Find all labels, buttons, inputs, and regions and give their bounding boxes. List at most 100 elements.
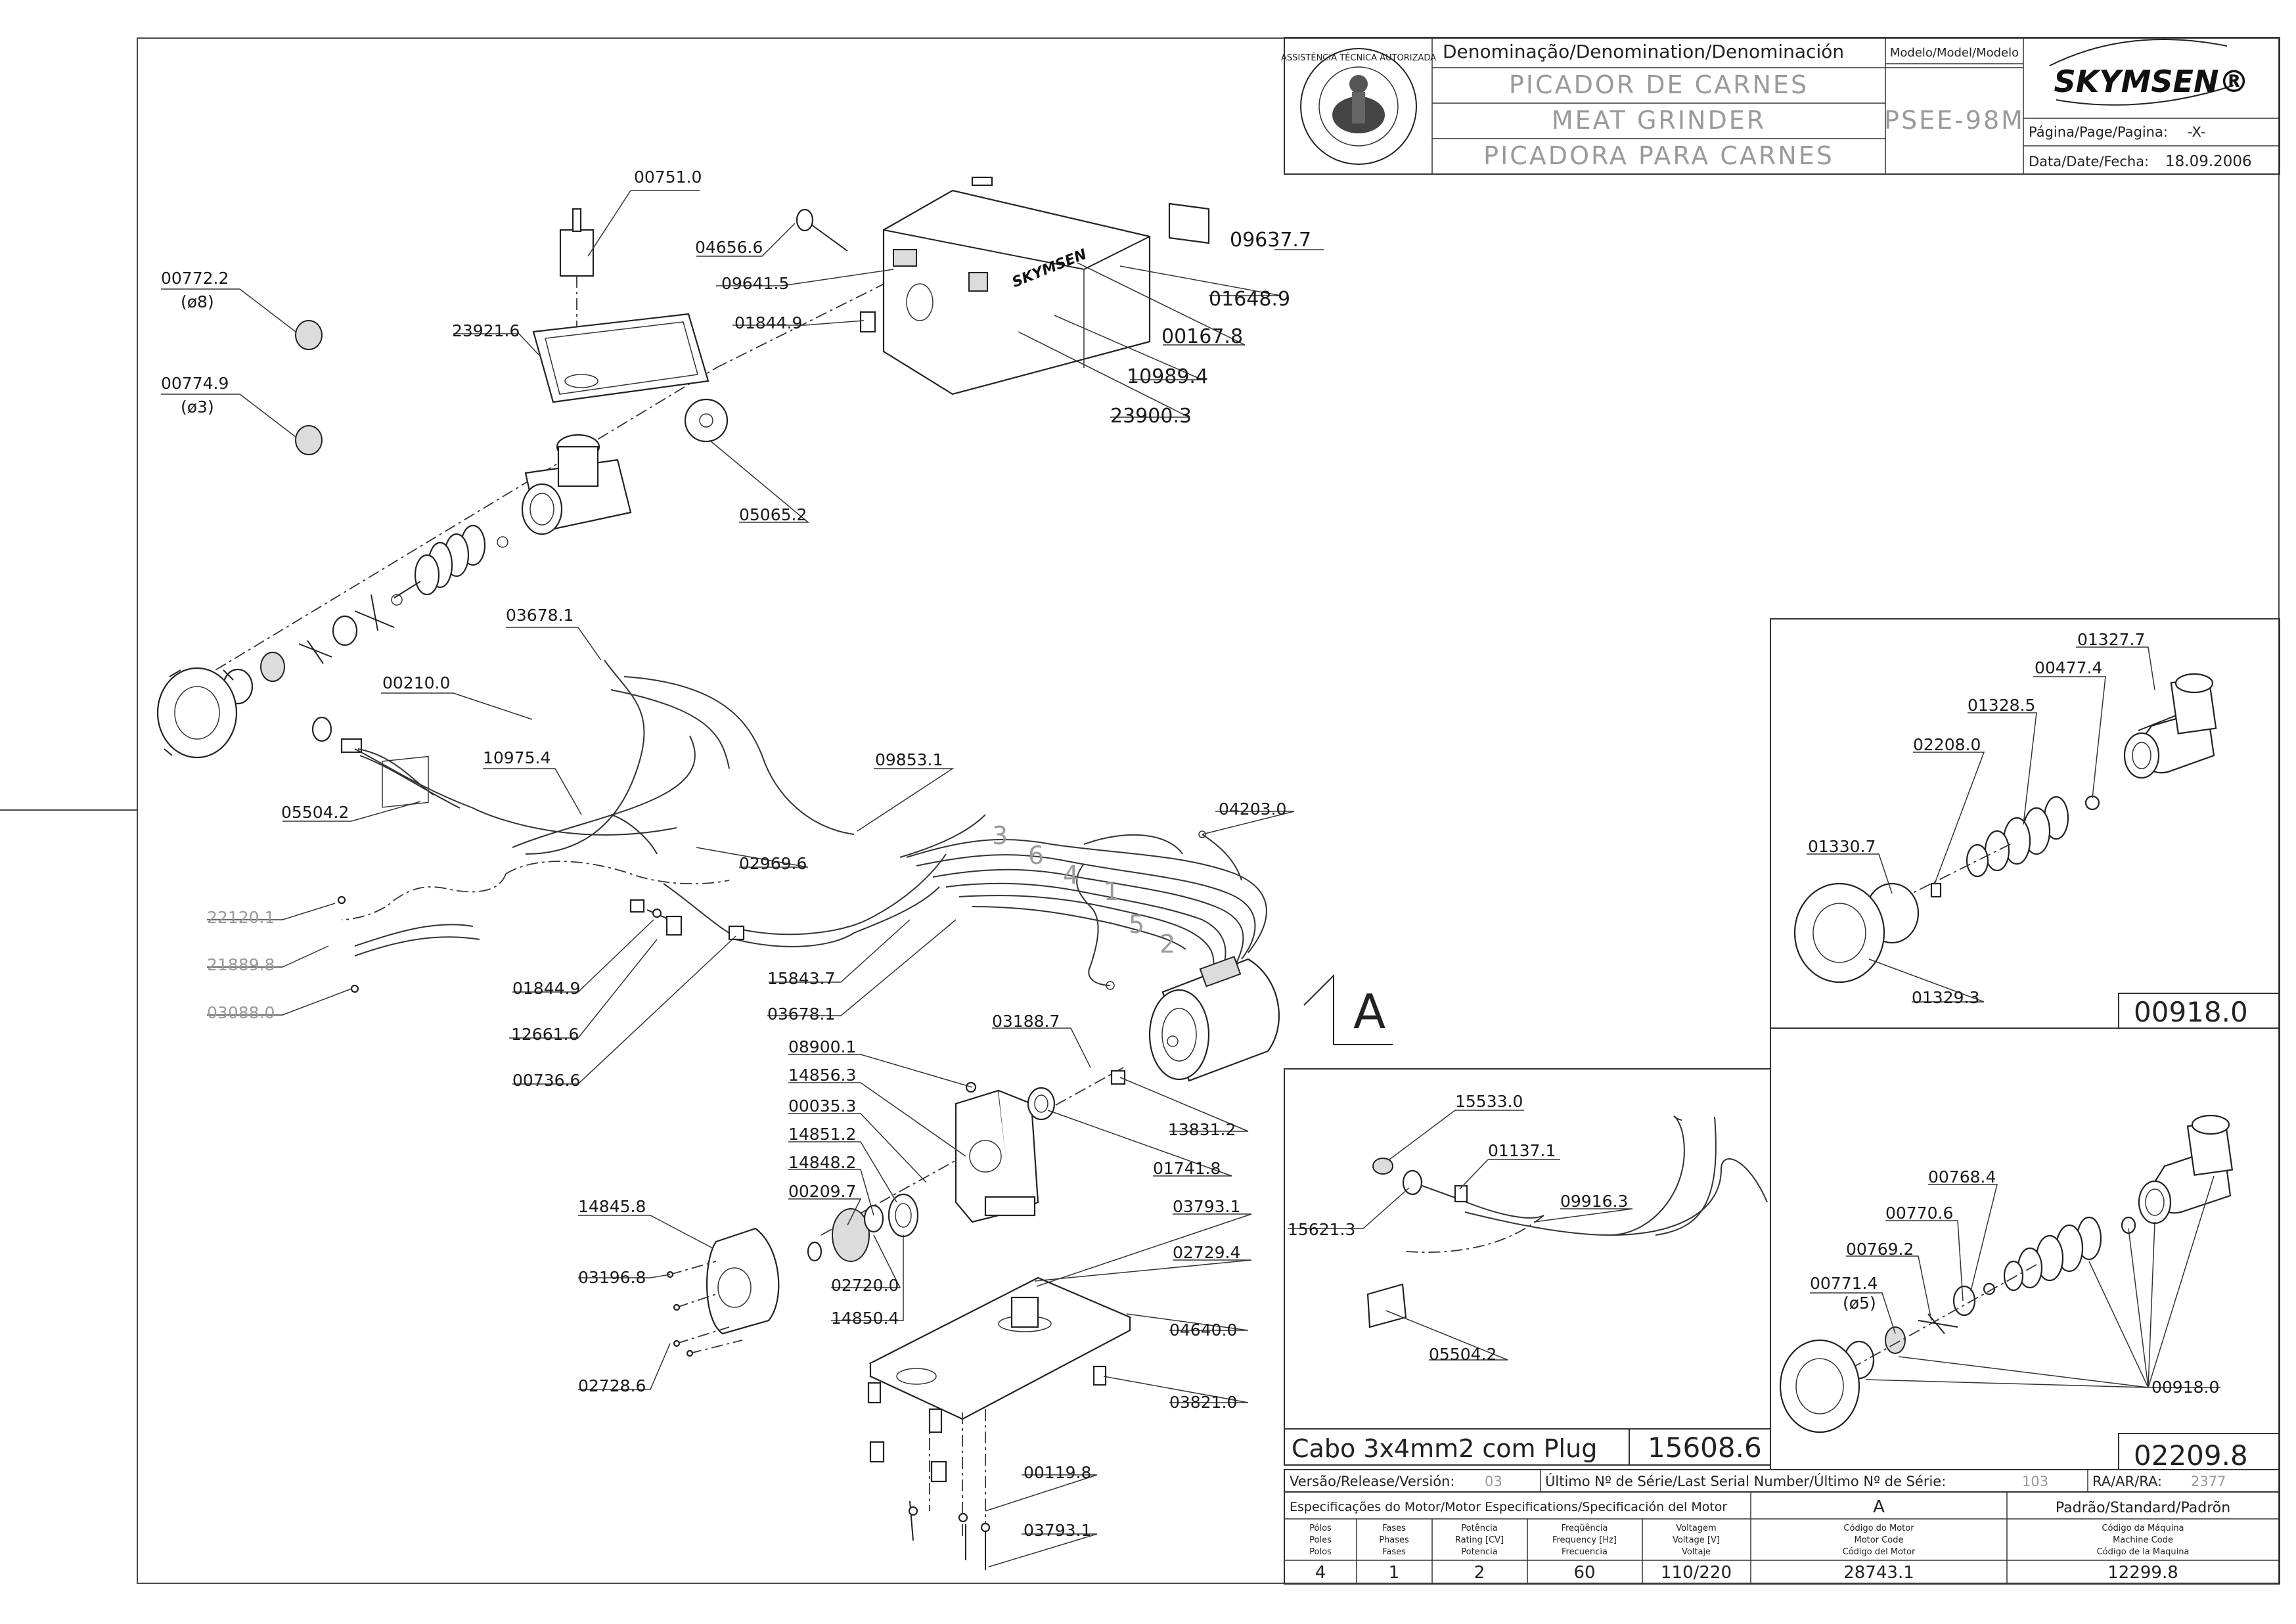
callout-14848-2: 14848.2 [788, 1153, 856, 1172]
cable-code: 15608.6 [1648, 1432, 1762, 1464]
svg-text:Phases: Phases [1379, 1535, 1409, 1545]
svg-text:Frecuencia: Frecuencia [1562, 1547, 1608, 1557]
name-pt: PICADOR DE CARNES [1509, 70, 1809, 99]
page-label: Página/Page/Pagina: [2029, 124, 2168, 140]
cable-callout-15621-3: 15621.3 [1288, 1220, 1355, 1239]
callout-13831-2: 13831.2 [1168, 1120, 1236, 1139]
motor-col-rating: Potência Rating [CV] Potencia 2 [1455, 1523, 1504, 1583]
callout-14845-8: 14845.8 [578, 1197, 646, 1216]
callout-09637-7: 09637.7 [1230, 229, 1311, 252]
detail-bottom-panel: 02209.8 00768.4 00770.6 00769.2 00771.4 [1770, 1027, 2280, 1472]
svg-text:Voltagem: Voltagem [1676, 1523, 1716, 1533]
electric-motor [1148, 955, 1280, 1082]
callout-09853-1: 09853.1 [875, 750, 943, 769]
motor-variant: A [1873, 1497, 1885, 1517]
callout-23900-3: 23900.3 [1110, 405, 1192, 428]
motor-wire-bundle [906, 830, 1267, 990]
callout-08900-1: 08900.1 [788, 1037, 856, 1056]
detail-cable-panel: Cabo 3x4mm2 com Plug 15608.6 15533.0 011… [1284, 1068, 1771, 1466]
date-label: Data/Date/Fecha: [2029, 154, 2149, 169]
svg-text:Polos: Polos [1309, 1547, 1332, 1557]
callout-01844-9-top: 01844.9 [734, 313, 802, 332]
wire-number-6: 6 [1028, 841, 1046, 870]
serial-value: 103 [2022, 1474, 2048, 1489]
serial-label: Último Nº de Série/Last Serial Number/Úl… [1545, 1473, 1946, 1489]
motor-col-voltage: Voltagem Voltage [V] Voltaje 110/220 [1661, 1523, 1732, 1583]
svg-text:2: 2 [1474, 1563, 1485, 1583]
wire-number-1: 1 [1104, 877, 1121, 906]
motor-col-machine-code: Código da Máquina Machine Code Código de… [2097, 1523, 2190, 1583]
top-callout-00477-4: 00477.4 [2035, 658, 2102, 677]
ra-value: 2377 [2191, 1474, 2226, 1489]
callout-22120-1: 22120.1 [207, 908, 275, 927]
callout-03793-1-top: 03793.1 [1173, 1197, 1240, 1216]
callout-dia-3: (ø3) [181, 397, 214, 417]
callout-00210-0: 00210.0 [382, 673, 450, 692]
date-value: 18.09.2006 [2165, 153, 2252, 170]
svg-text:Rating [CV]: Rating [CV] [1455, 1535, 1504, 1545]
main-assembly: SKYMSEN [156, 168, 1393, 1570]
callout-14856-3: 14856.3 [788, 1066, 856, 1085]
svg-text:Freqüência: Freqüência [1561, 1523, 1608, 1533]
bottom-callout-00918-0: 00918.0 [2151, 1378, 2219, 1397]
motor-standard: Padrão/Standard/Padrõn [2056, 1500, 2230, 1516]
bottom-callout-00770-6: 00770.6 [1885, 1204, 1953, 1223]
wire-number-3: 3 [992, 821, 1010, 850]
callout-00751-0: 00751.0 [634, 168, 702, 187]
detail-bottom-code: 02209.8 [2134, 1439, 2248, 1472]
callout-01844-9-lower: 01844.9 [512, 979, 580, 998]
svg-text:Potência: Potência [1461, 1523, 1497, 1533]
base-plate [867, 1276, 1132, 1570]
callout-01648-9: 01648.9 [1209, 288, 1290, 311]
wire-number-4: 4 [1063, 861, 1081, 890]
callout-00774-9: 00774.9 [161, 374, 229, 393]
cable-callout-01137-1: 01137.1 [1488, 1141, 1556, 1160]
cable-callout-05504-2: 05504.2 [1429, 1345, 1497, 1364]
main-callout-labels: 00751.0 04656.6 09637.7 00772.2 (ø8) 096… [161, 168, 1311, 1540]
authorized-service-seal: ASSISTÊNCIA TÉCNICA AUTORIZADA [1281, 48, 1436, 165]
top-callout-02208-0: 02208.0 [1913, 735, 1981, 754]
svg-text:12299.8: 12299.8 [2107, 1563, 2178, 1583]
callout-05065-2: 05065.2 [739, 505, 807, 524]
svg-text:Machine Code: Machine Code [2113, 1535, 2173, 1545]
motor-col-phases: Fases Phases Fases 1 [1379, 1523, 1409, 1583]
callout-02969-6: 02969.6 [739, 854, 807, 873]
callout-03821-0: 03821.0 [1169, 1393, 1237, 1412]
bottom-callout-00769-2: 00769.2 [1846, 1240, 1914, 1259]
callout-05504-2: 05504.2 [281, 803, 349, 822]
callout-10975-4: 10975.4 [483, 748, 551, 767]
version-value: 03 [1485, 1474, 1502, 1489]
view-a-marker: A [1303, 974, 1393, 1045]
svg-text:Fases: Fases [1382, 1547, 1406, 1557]
version-label: Versão/Release/Versión: [1290, 1474, 1454, 1489]
callout-12661-6: 12661.6 [511, 1025, 579, 1044]
page-value: -X- [2188, 124, 2205, 140]
callout-04640-0: 04640.0 [1169, 1320, 1237, 1340]
motor-spec-table: Especificações do Motor/Motor Especifica… [1284, 1491, 2280, 1585]
svg-text:Código del Motor: Código del Motor [1843, 1547, 1916, 1557]
svg-text:110/220: 110/220 [1661, 1563, 1732, 1583]
callout-09641-5: 09641.5 [721, 274, 789, 293]
callout-14851-2: 14851.2 [788, 1125, 856, 1144]
callout-00119-8: 00119.8 [1024, 1463, 1091, 1482]
cable-caption: Cabo 3x4mm2 com Plug [1292, 1434, 1597, 1463]
top-callout-01327-7: 01327.7 [2077, 630, 2145, 649]
bottom-callout-dia-5: (ø5) [1843, 1294, 1876, 1313]
callout-00167-8: 00167.8 [1161, 325, 1243, 348]
title-block: ASSISTÊNCIA TÉCNICA AUTORIZADA Denominaç… [1281, 37, 2280, 175]
callout-23921-6: 23921.6 [452, 321, 520, 340]
svg-text:Poles: Poles [1309, 1535, 1332, 1545]
callout-dia-8: (ø8) [181, 292, 214, 311]
name-en: MEAT GRINDER [1552, 106, 1766, 135]
callout-02720-0: 02720.0 [831, 1276, 899, 1295]
wire-number-5: 5 [1129, 910, 1146, 939]
callout-03793-1-bottom: 03793.1 [1024, 1521, 1091, 1540]
wire-number-2: 2 [1159, 930, 1177, 959]
callout-04203-0: 04203.0 [1219, 800, 1286, 819]
detail-top-panel: 00918.0 01327.7 00477.4 01328.5 02208.0 … [1770, 618, 2280, 1029]
frame-fold-mark [0, 809, 138, 811]
model-header: Modelo/Model/Modelo [1890, 46, 2019, 60]
svg-text:Código do Motor: Código do Motor [1843, 1523, 1914, 1533]
release-row: Versão/Release/Versión: 03 Último Nº de … [1284, 1469, 2280, 1493]
callout-04656-6: 04656.6 [695, 238, 763, 257]
